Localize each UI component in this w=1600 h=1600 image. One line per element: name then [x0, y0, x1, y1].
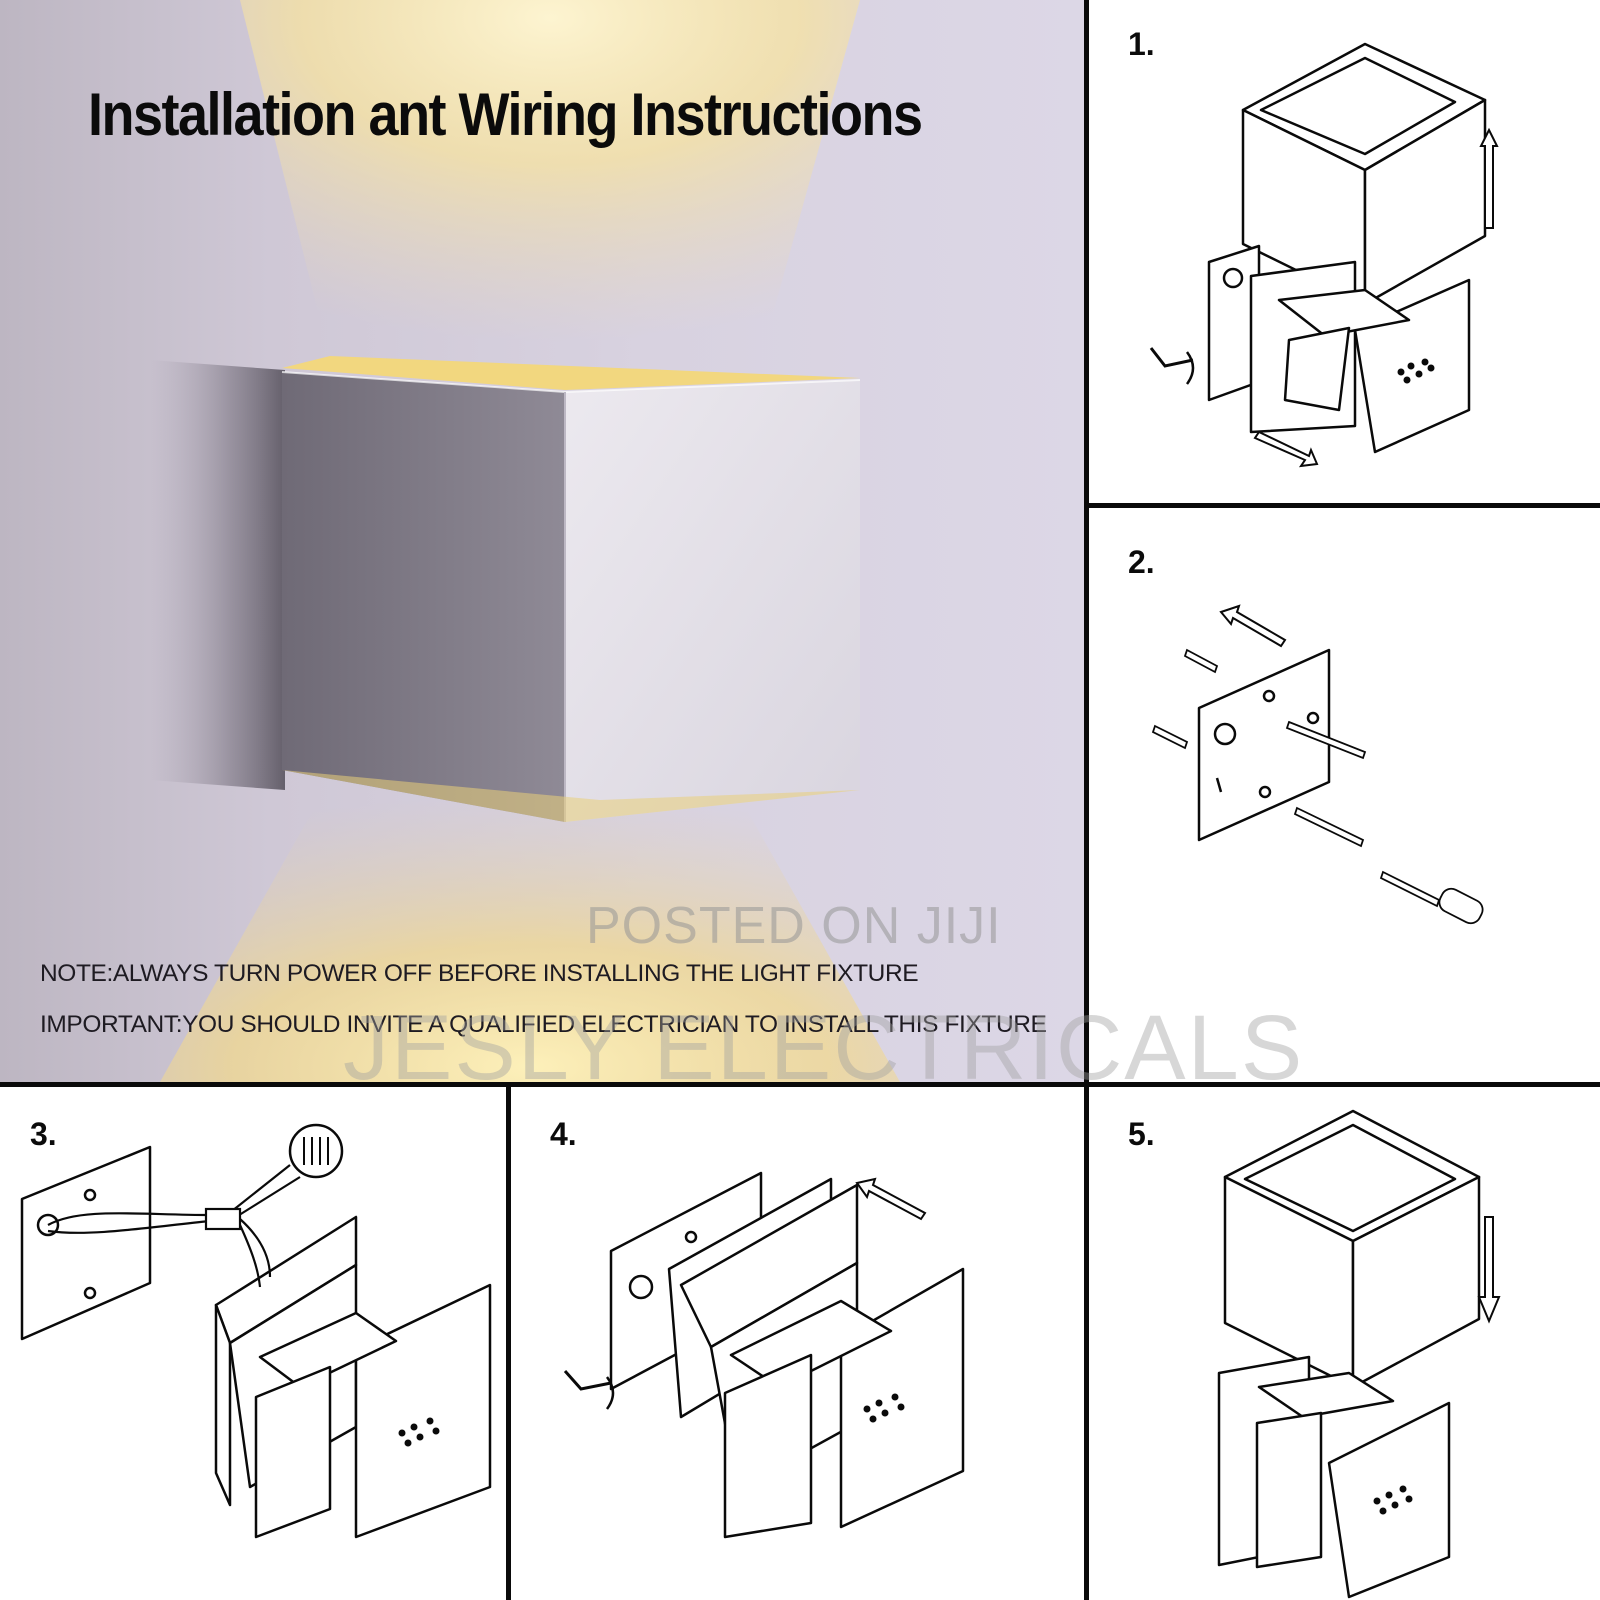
arrow-up-icon	[1479, 127, 1499, 229]
cube-top-opening	[282, 356, 860, 390]
lower-light-beam	[160, 780, 900, 1082]
fixture-front	[354, 1283, 492, 1539]
step-label-1: 1.	[1128, 26, 1155, 62]
mounting-plate	[1197, 648, 1331, 842]
arrow-down-right-icon	[1253, 430, 1319, 468]
connector-detail-icon	[288, 1123, 344, 1179]
hex-key-icon	[563, 1370, 612, 1391]
step-4-diagram	[563, 1171, 965, 1539]
cube-side-face	[282, 372, 565, 822]
step-3-diagram	[20, 1123, 492, 1539]
wire-connector-icon	[204, 1207, 242, 1231]
divider-horizontal-middle	[0, 1082, 1600, 1087]
cover-right-face	[1363, 98, 1487, 306]
fixture-front	[1327, 1401, 1451, 1599]
step-label-4: 4.	[550, 1116, 577, 1152]
watermark-seller: JESLY ELECTRICALS	[343, 997, 1305, 1099]
divider-horizontal-right	[1089, 503, 1600, 508]
arrow-down-icon	[1477, 1216, 1501, 1324]
step-label-2: 2.	[1128, 544, 1155, 580]
step-5-diagram	[1217, 1109, 1501, 1599]
step-1-diagram	[1149, 42, 1499, 468]
page-title: Installation ant Wiring Instructions	[88, 81, 923, 149]
wall-plate	[20, 1145, 152, 1341]
important-note: IMPORTANT:YOU SHOULD INVITE A QUALIFIED …	[40, 1011, 1047, 1038]
wall-shadow	[150, 360, 285, 790]
upper-light-beam	[240, 0, 860, 360]
step-2-diagram	[1151, 604, 1484, 925]
step-label-5: 5.	[1128, 1116, 1155, 1152]
screwdriver-icon	[1379, 870, 1441, 908]
fixture-front	[839, 1267, 965, 1529]
divider-vertical-bottom	[506, 1087, 511, 1600]
cube-front-face	[565, 380, 860, 822]
watermark-posted: POSTED ON JIJI	[586, 897, 1002, 955]
hex-key-icon	[1149, 347, 1194, 368]
safety-note: NOTE:ALWAYS TURN POWER OFF BEFORE INSTAL…	[40, 960, 919, 987]
step-label-3: 3.	[30, 1116, 57, 1152]
product-photo-panel: Installation ant Wiring Instructions NOT…	[0, 0, 1084, 1082]
arrow-up-left-icon	[1219, 604, 1287, 648]
screw-icon	[1285, 720, 1367, 760]
arrow-up-right-icon	[855, 1177, 927, 1221]
divider-vertical-top	[1084, 0, 1089, 1600]
wall-lamp-illustration	[150, 0, 900, 1082]
wall-anchor-icon	[1183, 648, 1219, 674]
